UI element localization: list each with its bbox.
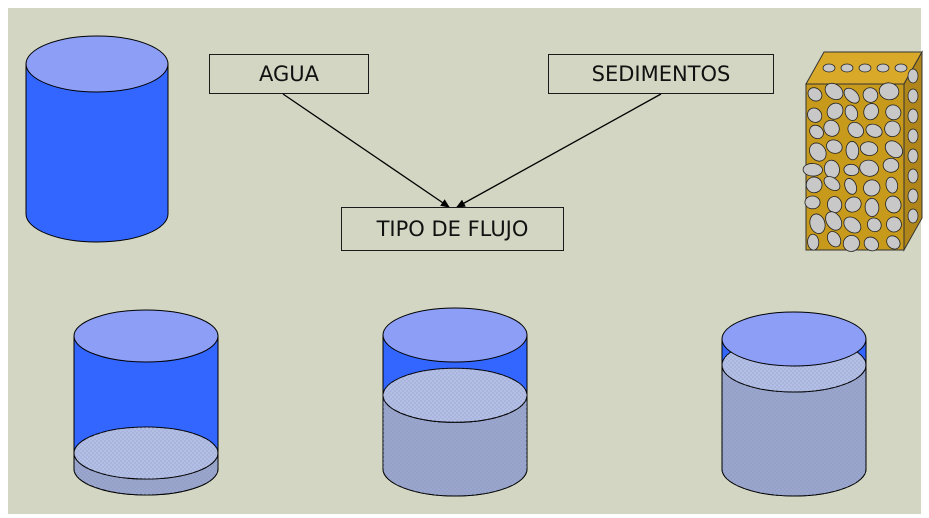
- pebble: [863, 236, 879, 252]
- pebble: [827, 231, 842, 248]
- pebble: [907, 148, 919, 164]
- high-sediment-cylinder: [721, 311, 867, 497]
- pebble: [809, 124, 824, 140]
- water-only-cylinder: [25, 35, 169, 243]
- pebble: [845, 141, 860, 161]
- pebble: [827, 196, 843, 214]
- pebble: [805, 176, 823, 194]
- cylinder-top: [382, 307, 528, 363]
- pebble: [843, 87, 860, 104]
- pebble: [823, 176, 841, 191]
- pebble: [842, 235, 860, 252]
- pebble: [907, 128, 919, 144]
- pebble: [807, 233, 820, 251]
- pebble: [884, 120, 901, 138]
- cylinder-top: [721, 311, 867, 367]
- pebble: [907, 108, 919, 124]
- sedimentos-label: SEDIMENTOS: [548, 54, 774, 94]
- pebble: [802, 163, 823, 177]
- pebble: [809, 213, 826, 234]
- pebble: [885, 195, 902, 214]
- sediment-block: [802, 50, 923, 252]
- pebble: [907, 208, 919, 224]
- pebble: [876, 63, 890, 73]
- pebble: [863, 179, 881, 197]
- pebble: [862, 87, 879, 103]
- pebble: [863, 103, 879, 121]
- pebble: [884, 140, 903, 159]
- pebble: [878, 82, 900, 101]
- pebble: [886, 235, 901, 250]
- sediment-texture: [74, 453, 218, 495]
- medium-sediment-cylinder: [382, 307, 528, 497]
- pebble: [859, 141, 879, 156]
- cylinder-top: [73, 309, 219, 363]
- cylinder-top: [25, 35, 169, 93]
- tipo-de-flujo-label: TIPO DE FLUJO: [341, 207, 564, 251]
- arrow-from-agua: [282, 93, 450, 208]
- sediment-texture: [383, 395, 527, 496]
- pebble: [859, 159, 879, 177]
- pebble: [824, 82, 844, 101]
- pebble: [825, 211, 843, 231]
- pebble: [866, 217, 882, 233]
- pebble: [844, 178, 858, 195]
- pebble: [894, 63, 908, 73]
- pebble: [843, 216, 862, 234]
- pebble: [807, 107, 823, 123]
- pebble: [844, 104, 859, 121]
- low-sediment-cylinder: [73, 309, 219, 496]
- pebble: [886, 216, 902, 233]
- pebble: [840, 63, 854, 73]
- pebble: [807, 87, 823, 102]
- pebble: [844, 196, 862, 213]
- pebble: [907, 88, 919, 104]
- pebble: [907, 188, 919, 204]
- arrow-from-sedimentos: [456, 93, 662, 208]
- pebble: [858, 63, 872, 73]
- water-body: [25, 63, 169, 243]
- pebble: [882, 157, 900, 173]
- pebble: [847, 122, 864, 138]
- pebble: [822, 63, 836, 73]
- cylinders-group: [25, 35, 867, 497]
- pebble: [826, 139, 843, 154]
- pebble: [907, 68, 919, 84]
- pebble: [823, 119, 840, 137]
- pebble: [843, 163, 860, 177]
- pebble: [804, 195, 821, 210]
- pebble: [885, 104, 902, 121]
- sediment-texture: [722, 365, 866, 496]
- pebble: [826, 102, 844, 120]
- pebble: [907, 168, 919, 184]
- agua-label: AGUA: [209, 54, 369, 94]
- pebble: [864, 198, 880, 217]
- pebble: [885, 176, 899, 194]
- pebble: [809, 142, 827, 162]
- sediment-surface-texture: [383, 368, 527, 423]
- pebble: [865, 123, 883, 138]
- sediment-surface-texture: [74, 427, 218, 480]
